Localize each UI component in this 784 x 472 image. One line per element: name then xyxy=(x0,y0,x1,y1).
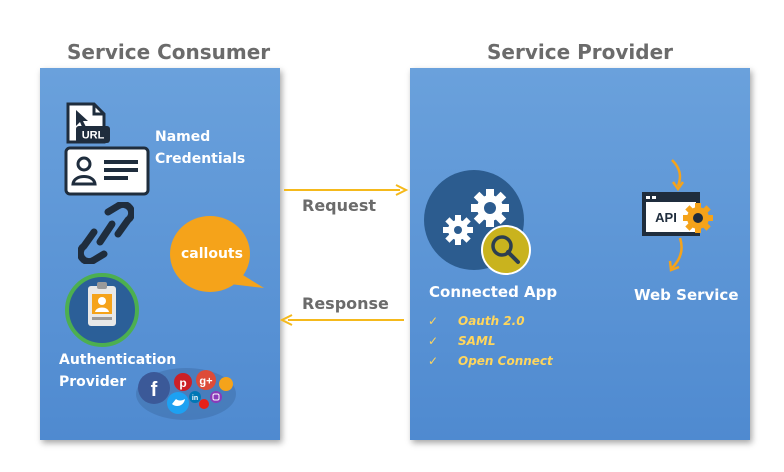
feature-item: ✓SAML xyxy=(428,334,496,348)
url-badge: URL xyxy=(82,130,105,142)
check-icon: ✓ xyxy=(428,354,439,368)
social-icons-cluster: f p g+ in xyxy=(136,368,236,420)
svg-text:p: p xyxy=(179,376,186,390)
named-credentials-icon: URL xyxy=(64,102,150,196)
callouts-label: callouts xyxy=(181,246,243,262)
chain-link-icon xyxy=(78,202,134,264)
api-badge: API xyxy=(655,210,677,225)
id-badge-icon xyxy=(65,273,139,347)
api-icon: API xyxy=(642,159,713,272)
consumer-title: Service Consumer xyxy=(67,40,271,64)
authentication-provider-label: Authentication Provider xyxy=(59,352,177,390)
response-label: Response xyxy=(302,294,389,313)
web-service-label: Web Service xyxy=(634,286,739,304)
provider-title: Service Provider xyxy=(487,40,674,64)
request-label: Request xyxy=(302,196,377,215)
check-icon: ✓ xyxy=(428,314,439,328)
svg-text:g+: g+ xyxy=(199,376,212,388)
feature-item: ✓Open Connect xyxy=(428,354,553,368)
connected-app-icon xyxy=(424,170,531,275)
named-credentials-label: Named Credentials xyxy=(155,129,246,167)
connected-app-label: Connected App xyxy=(429,283,558,301)
response-arrow xyxy=(280,314,404,326)
feature-item: ✓Oauth 2.0 xyxy=(428,314,525,328)
svg-text:in: in xyxy=(192,395,198,402)
request-arrow xyxy=(284,184,408,196)
svg-text:f: f xyxy=(151,379,158,401)
callouts-bubble xyxy=(170,216,264,292)
check-icon: ✓ xyxy=(428,334,439,348)
